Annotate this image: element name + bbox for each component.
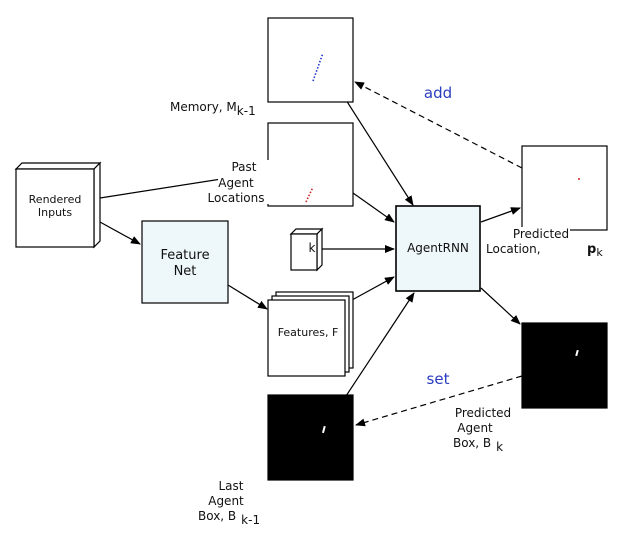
features-label: Features, F <box>278 326 339 339</box>
rendered-inputs-label-line1: Rendered <box>29 193 82 206</box>
agent-rnn-node: AgentRNN <box>395 205 481 292</box>
edge-last-box-to-agentrnn <box>345 292 415 397</box>
svg-text:Box, Bk: Box, Bk <box>453 436 503 454</box>
predicted-location-panel <box>521 145 608 231</box>
svg-text:Past: Past <box>231 160 256 174</box>
svg-text:pk: pk <box>587 242 603 259</box>
svg-text:Agent: Agent <box>208 494 244 508</box>
past-locations-trajectory <box>305 186 314 203</box>
feature-net-label-line2: Net <box>174 264 197 279</box>
edge-memory-to-agentrnn <box>345 99 414 206</box>
predicted-location-dot <box>578 178 580 180</box>
memory-label: Memory, Mk-1 <box>170 100 256 118</box>
svg-text:Agent: Agent <box>457 421 493 435</box>
svg-text:Agent: Agent <box>218 176 254 190</box>
edge-inputs-to-feature-net <box>99 221 141 245</box>
svg-text:Location,: Location, <box>486 242 541 256</box>
predicted-box-panel <box>521 322 608 409</box>
rendered-inputs-label-line2: Inputs <box>38 206 72 219</box>
feature-net-label-line1: Feature <box>160 248 209 263</box>
svg-text:Predicted: Predicted <box>455 406 511 420</box>
edge-label-add: add <box>424 84 452 102</box>
svg-text:Box, Bk-1: Box, Bk-1 <box>198 509 260 527</box>
last-box-mark <box>321 425 326 434</box>
past-locations-panel <box>267 122 354 207</box>
last-box-panel <box>267 394 354 481</box>
dashed-edges <box>354 81 523 427</box>
svg-text:Last: Last <box>219 479 244 493</box>
edge-agentrnn-to-predicted-box <box>480 287 521 325</box>
predicted-location-label: Predicted Location, pk <box>486 227 603 259</box>
features-node: Features, F <box>267 291 354 377</box>
memory-panel <box>267 17 354 103</box>
k-label: k <box>309 241 316 255</box>
edge-agentrnn-to-predicted-location <box>480 207 521 223</box>
predicted-box-mark <box>575 349 579 357</box>
rendered-inputs-node: Rendered Inputs <box>14 161 102 249</box>
edge-past-locations-to-agentrnn <box>352 192 395 223</box>
edge-add-predicted-location-to-memory <box>354 81 523 169</box>
k-node: k <box>289 227 324 272</box>
agent-rnn-label: AgentRNN <box>407 241 469 255</box>
edge-features-to-agentrnn <box>351 276 395 301</box>
edge-set-predicted-box-to-last-box <box>355 375 523 427</box>
edge-feature-net-to-features <box>227 284 268 310</box>
feature-net-node: Feature Net <box>141 220 229 304</box>
svg-text:Predicted: Predicted <box>513 227 569 241</box>
past-locations-label: Past Agent Locations <box>207 160 270 205</box>
edge-label-set: set <box>427 370 450 388</box>
svg-text:Locations: Locations <box>207 191 264 205</box>
